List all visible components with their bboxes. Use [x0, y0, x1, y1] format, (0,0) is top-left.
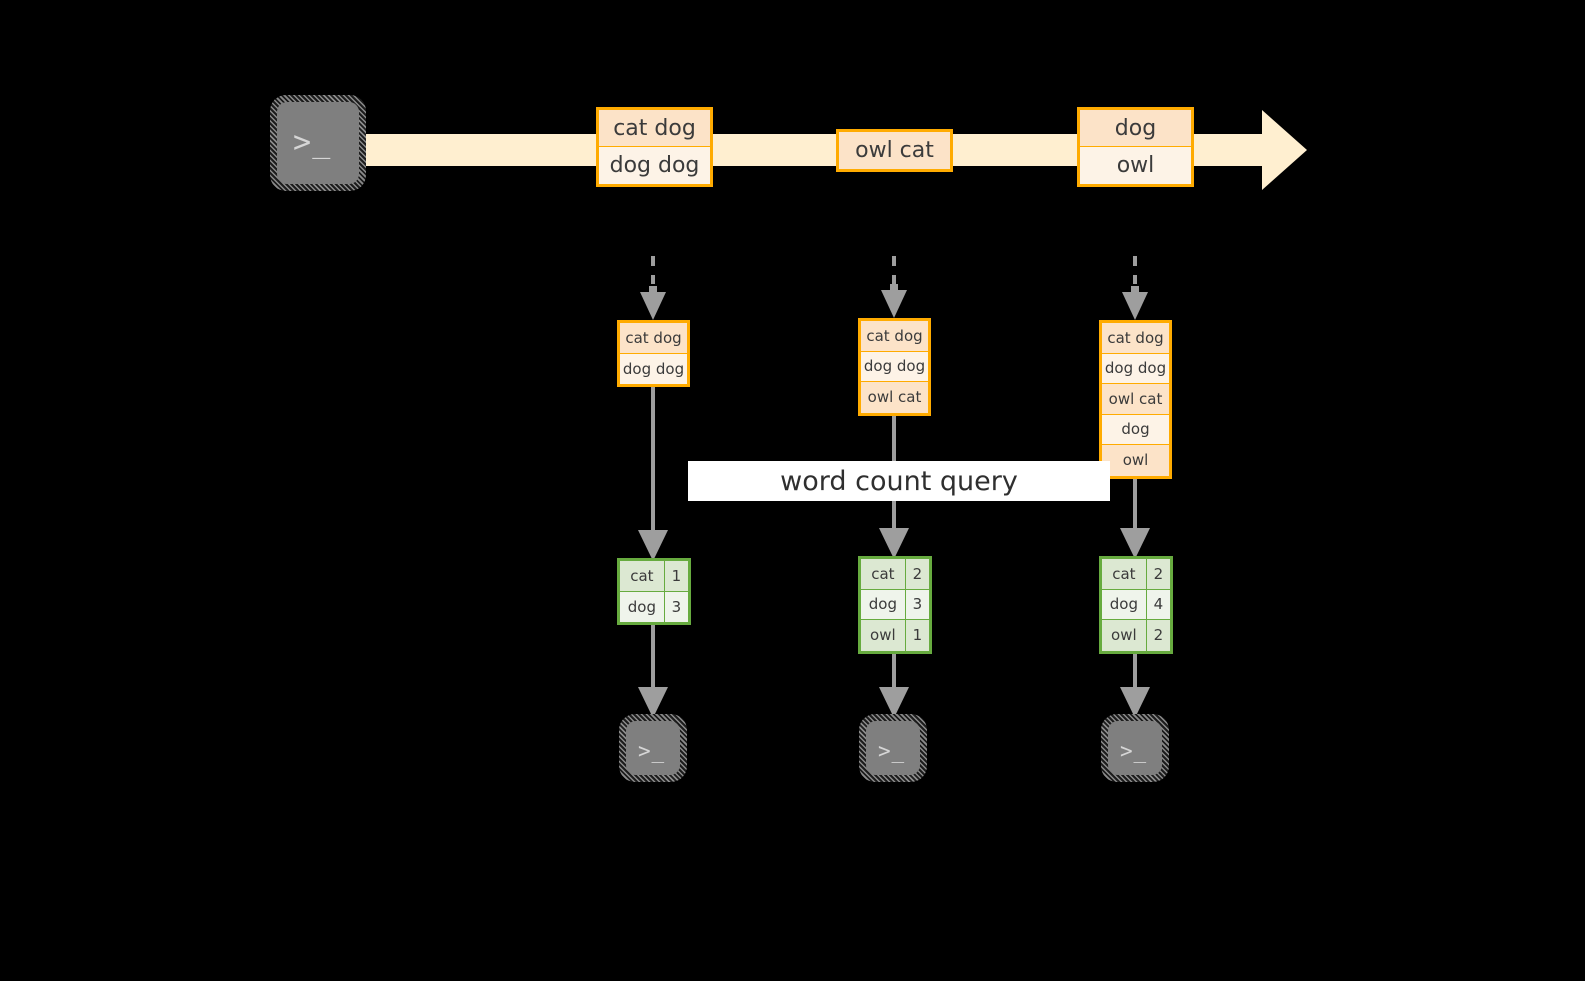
result-2-word-3: owl	[861, 620, 906, 651]
result-to-sink-arrowheads	[638, 687, 1150, 718]
result-table-2[interactable]: cat 2 dog 3 owl 1	[858, 556, 932, 654]
stream-event-3-line-2: owl	[1080, 147, 1191, 184]
state-snapshot-2-line-2: dog dog	[861, 351, 928, 382]
state-snapshot-3-line-4: dog	[1102, 414, 1169, 445]
icon-face	[1108, 721, 1162, 775]
result-3-count-1: 2	[1153, 564, 1164, 583]
stream-to-state-arrowheads	[640, 284, 1148, 320]
state-to-result-arrowheads	[638, 528, 1150, 561]
icon-face	[626, 721, 680, 775]
state-snapshot-2[interactable]: cat dog dog dog owl cat	[858, 318, 931, 416]
sink-terminal-icon-2[interactable]: >_	[859, 714, 927, 782]
icon-face	[866, 721, 920, 775]
result-2-count-1: 2	[912, 564, 923, 583]
state-snapshot-3-line-5: owl	[1102, 445, 1169, 476]
stream-event-1[interactable]: cat dog dog dog	[596, 107, 713, 187]
terminal-prompt-glyph: >_	[638, 739, 665, 763]
result-1-count-1: 1	[671, 566, 682, 585]
result-2-count-3: 1	[912, 626, 923, 645]
sink-terminal-icon-3[interactable]: >_	[1101, 714, 1169, 782]
stream-to-state-connectors	[651, 256, 1137, 284]
state-snapshot-3[interactable]: cat dog dog dog owl cat dog owl	[1099, 320, 1172, 479]
state-snapshot-1[interactable]: cat dog dog dog	[617, 320, 690, 387]
result-3-word-1: cat	[1102, 559, 1147, 589]
terminal-prompt-glyph: >_	[293, 125, 332, 160]
sink-terminal-icon-1[interactable]: >_	[619, 714, 687, 782]
table-row: cat 2	[861, 559, 929, 590]
result-table-3[interactable]: cat 2 dog 4 owl 2	[1099, 556, 1173, 654]
terminal-prompt-glyph: >_	[1120, 739, 1147, 763]
result-to-sink-connectors	[651, 620, 1137, 690]
result-3-word-3: owl	[1102, 620, 1147, 651]
result-table-1[interactable]: cat 1 dog 3	[617, 558, 691, 625]
table-row: dog 3	[861, 589, 929, 620]
result-1-count-2: 3	[671, 597, 682, 616]
stream-event-2-line-1: owl cat	[839, 132, 950, 169]
icon-face	[277, 102, 359, 184]
result-2-count-2: 3	[912, 595, 923, 614]
table-row: owl 2	[1102, 620, 1170, 651]
stream-event-1-line-2: dog dog	[599, 147, 710, 184]
result-3-count-3: 2	[1153, 626, 1164, 645]
state-snapshot-2-line-1: cat dog	[861, 321, 928, 352]
stream-event-2[interactable]: owl cat	[836, 129, 953, 172]
result-3-word-2: dog	[1102, 589, 1147, 619]
result-1-word-1: cat	[620, 561, 665, 591]
table-row: cat 1	[620, 561, 688, 592]
result-2-word-2: dog	[861, 589, 906, 619]
result-1-word-2: dog	[620, 591, 665, 622]
table-row: dog 4	[1102, 589, 1170, 620]
state-snapshot-3-line-3: owl cat	[1102, 384, 1169, 415]
source-terminal-icon[interactable]: >_	[270, 95, 366, 191]
table-row: dog 3	[620, 591, 688, 622]
result-2-word-1: cat	[861, 559, 906, 589]
query-label-text: word count query	[780, 465, 1018, 497]
state-snapshot-1-line-1: cat dog	[620, 323, 687, 354]
table-row: owl 1	[861, 620, 929, 651]
terminal-prompt-glyph: >_	[878, 739, 905, 763]
result-3-count-2: 4	[1153, 595, 1164, 614]
stream-event-3[interactable]: dog owl	[1077, 107, 1194, 187]
state-snapshot-3-line-1: cat dog	[1102, 323, 1169, 354]
stream-event-3-line-1: dog	[1080, 110, 1191, 147]
query-label: word count query	[688, 461, 1110, 501]
state-snapshot-1-line-2: dog dog	[620, 353, 687, 384]
state-snapshot-2-line-3: owl cat	[861, 382, 928, 413]
state-snapshot-3-line-2: dog dog	[1102, 353, 1169, 384]
stream-event-1-line-1: cat dog	[599, 110, 710, 147]
table-row: cat 2	[1102, 559, 1170, 590]
